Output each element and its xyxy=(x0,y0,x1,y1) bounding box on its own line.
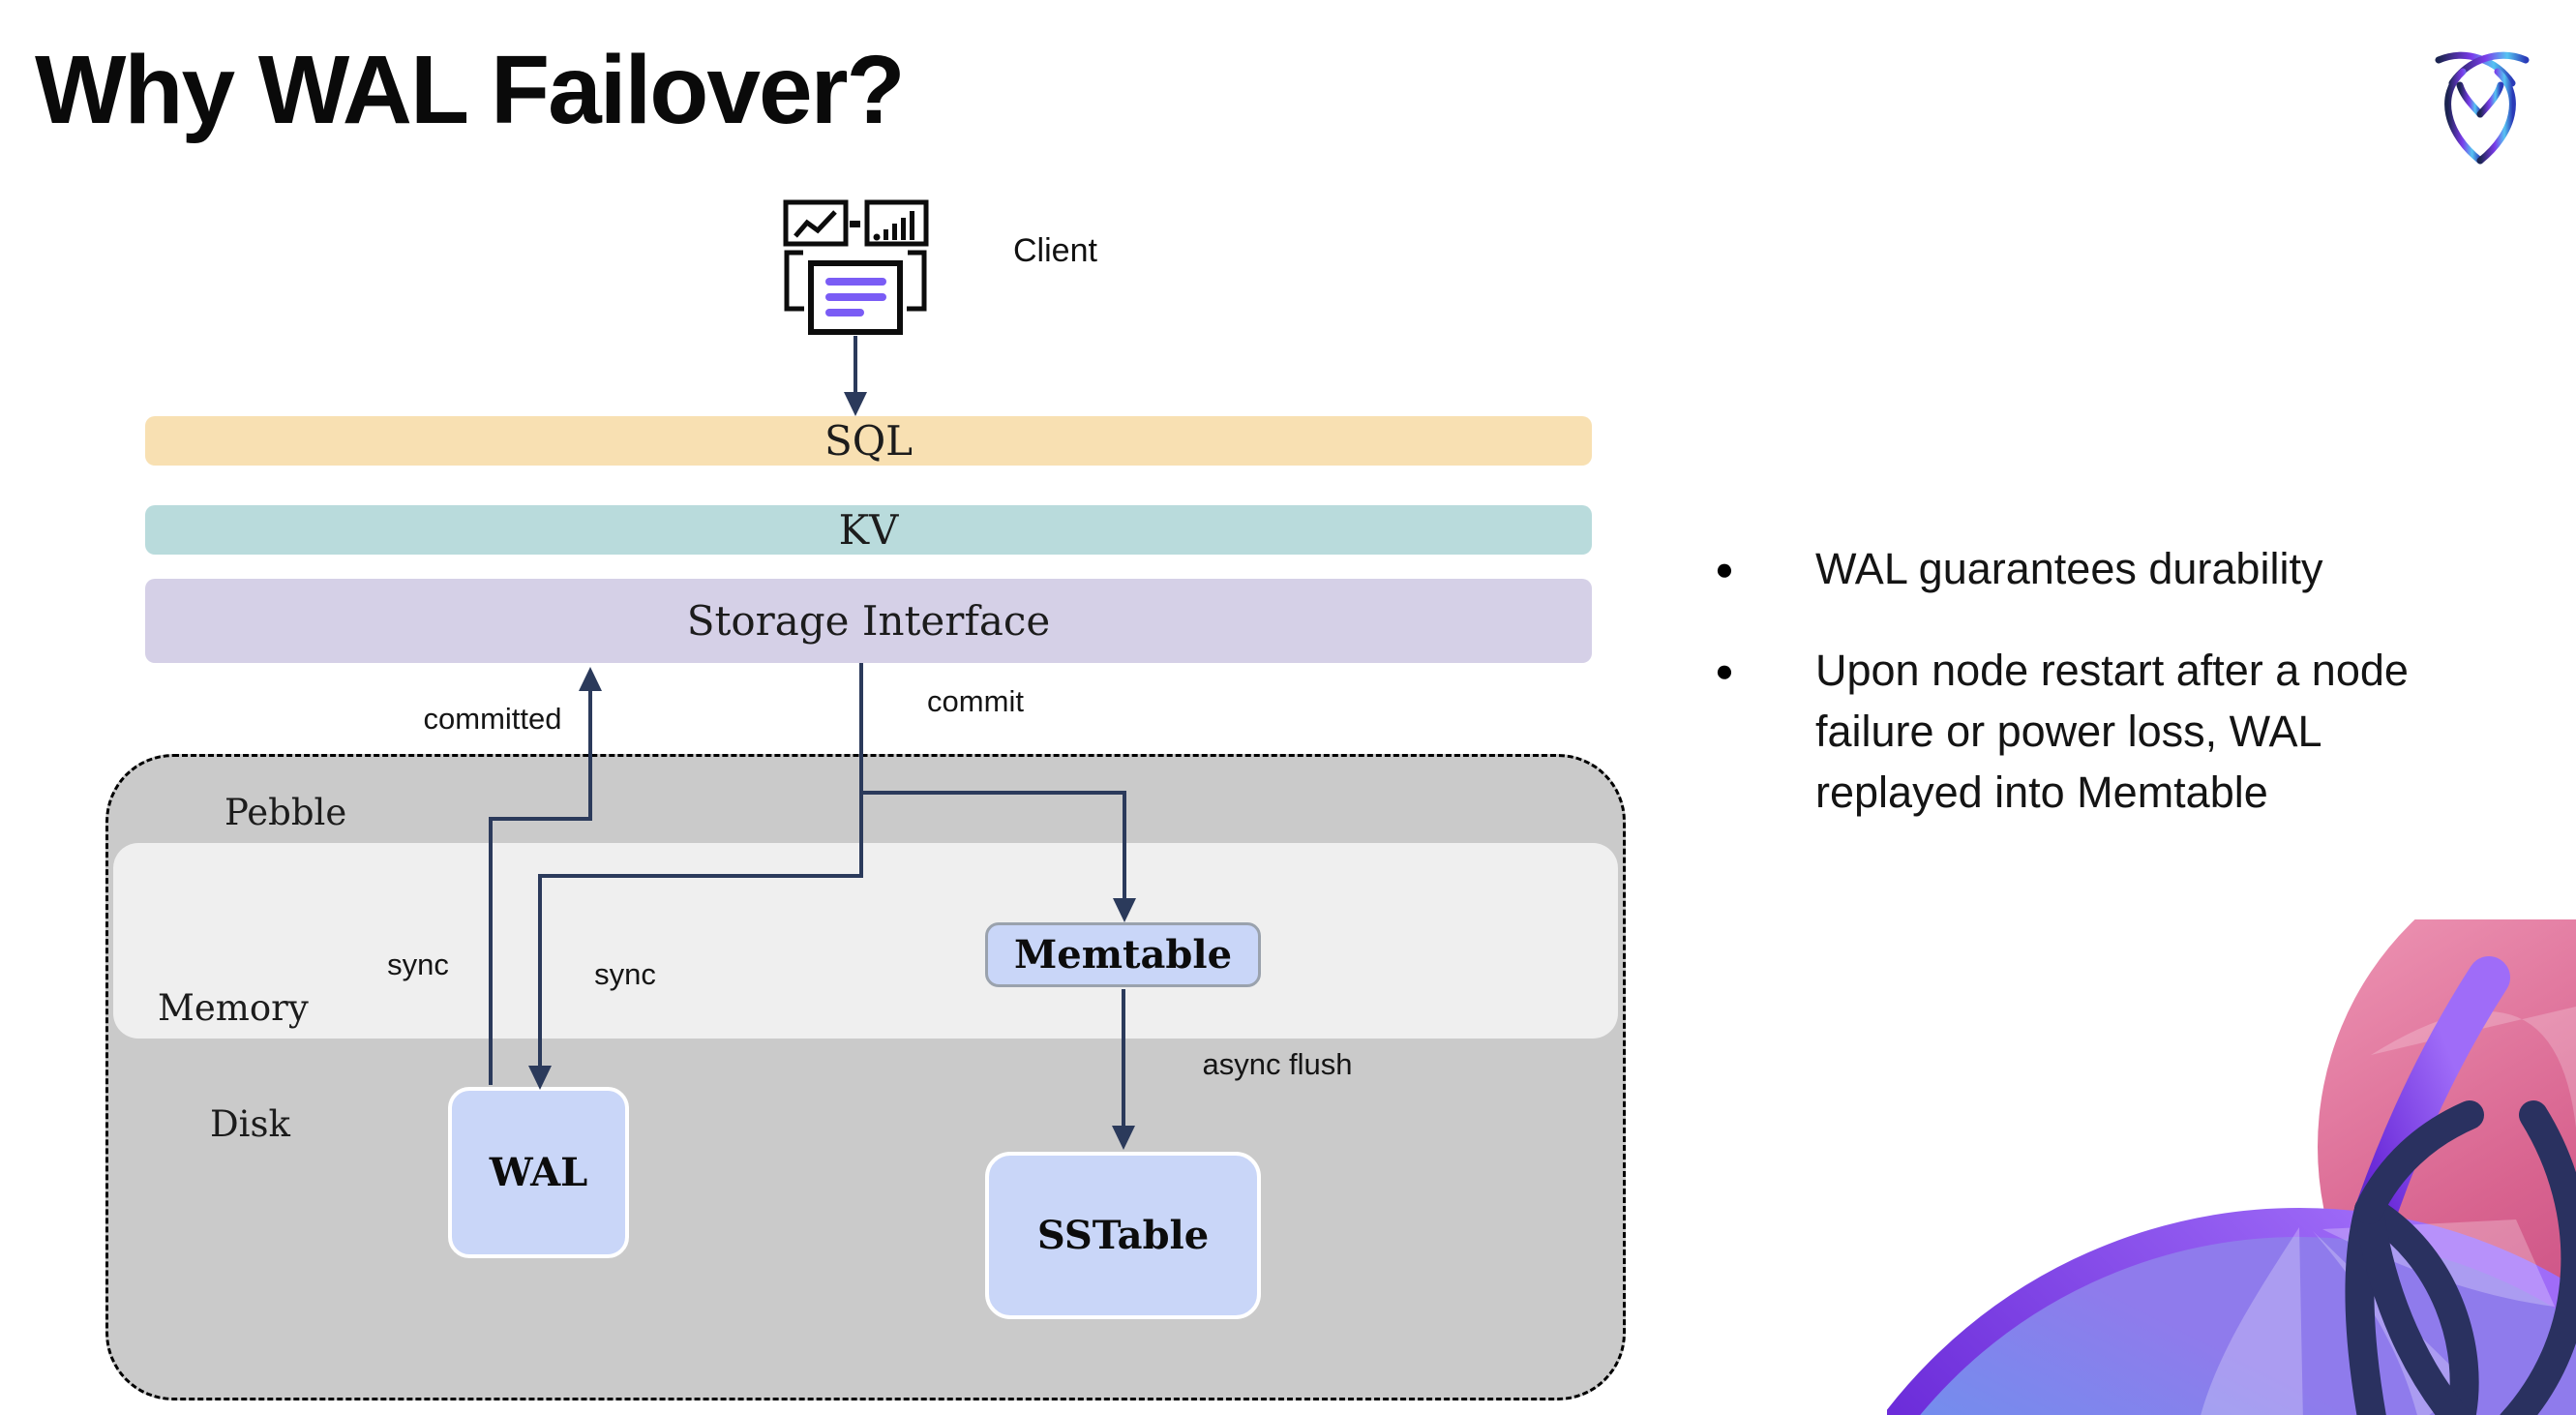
sync-right-edge-label: sync xyxy=(594,957,656,991)
wal-node-label: WAL xyxy=(489,1150,588,1195)
committed-up-arrowhead xyxy=(579,667,602,691)
async-flush-edge-label: async flush xyxy=(1202,1047,1353,1081)
sync-left-edge-label: sync xyxy=(387,948,449,981)
commit-edge-label: commit xyxy=(927,684,1024,718)
disk-label: Disk xyxy=(210,1103,290,1145)
layer-storage-interface-label: Storage Interface xyxy=(686,597,1051,645)
memtable-node-label: Memtable xyxy=(1013,932,1233,978)
bullet-dot-icon: ● xyxy=(1715,652,1734,688)
brand-art-spheres xyxy=(1887,919,2576,1415)
layer-kv-label: KV xyxy=(838,506,899,554)
bullet-text: WAL guarantees durability xyxy=(1815,544,2323,593)
committed-edge-label: committed xyxy=(423,702,562,736)
bullet-list: ● WAL guarantees durability ● Upon node … xyxy=(1715,538,2574,863)
list-item: ● WAL guarantees durability xyxy=(1715,538,2574,599)
cockroachdb-logo-icon xyxy=(2435,51,2530,165)
list-item: ● Upon node restart after a node failure… xyxy=(1715,640,2574,823)
client-label: Client xyxy=(1013,232,1097,269)
pebble-label: Pebble xyxy=(225,792,347,833)
wal-node: WAL xyxy=(448,1087,629,1258)
layer-sql-label: SQL xyxy=(824,417,914,465)
page-title: Why WAL Failover? xyxy=(35,36,906,144)
memtable-node: Memtable xyxy=(985,922,1261,987)
bullet-text: Upon node restart after a node failure o… xyxy=(1815,646,2409,817)
layer-sql: SQL xyxy=(145,416,1592,466)
client-to-sql-arrowhead xyxy=(844,392,867,416)
client-terminal-icon xyxy=(783,199,929,335)
layer-kv: KV xyxy=(145,505,1592,555)
sstable-node: SSTable xyxy=(985,1152,1261,1319)
terminal-lines-icon xyxy=(825,278,886,316)
layer-storage-interface: Storage Interface xyxy=(145,579,1592,663)
sstable-node-label: SSTable xyxy=(1036,1213,1210,1258)
memory-band xyxy=(113,843,1618,1039)
bullet-dot-icon: ● xyxy=(1715,551,1734,587)
memory-label: Memory xyxy=(158,987,309,1029)
